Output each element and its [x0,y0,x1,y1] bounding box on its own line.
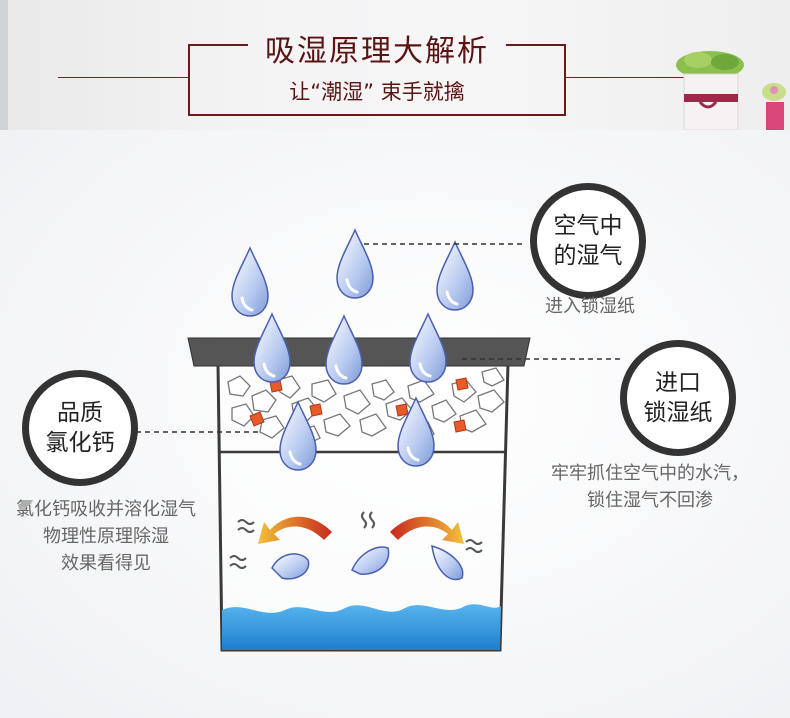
chloride-granules [227,367,505,445]
label-calcium-chloride-line2: 氯化钙 [45,430,115,456]
desc-calcium-chloride: 氯化钙吸收并溶化湿气 物理性原理除湿 效果看得见 [0,496,212,577]
desc-inlet-paper-line2: 锁住湿气不回渗 [587,490,713,511]
desc-calcium-chloride-line2: 物理性原理除湿 [43,526,169,547]
label-inlet-paper: 进口 锁湿纸 [620,340,736,456]
label-inlet-paper-line1: 进口 [655,370,701,396]
desc-air-moisture: 进入锁湿纸 [545,296,635,317]
water-drop [408,312,448,384]
label-calcium-chloride-line1: 品质 [57,400,103,426]
label-air-moisture: 空气中 的湿气 [530,183,646,299]
title-frame [188,44,566,116]
water-drop [252,312,292,384]
page-title: 吸湿原理大解析 [265,34,489,69]
water-drop [230,246,270,318]
orange-granules [249,377,469,433]
header-rule-right [566,77,726,78]
page-subtitle: 让“潮湿” 束手就擒 [289,80,465,104]
decor-bar [0,0,8,130]
label-calcium-chloride: 品质 氯化钙 [22,370,138,486]
label-air-moisture-line2: 的湿气 [553,243,623,269]
vapor-lines [229,511,483,569]
label-air-moisture-line1: 空气中 [553,213,623,239]
curved-arrow-left [258,516,332,544]
label-inlet-paper-line2: 锁湿纸 [643,400,713,426]
plant-decoration [676,51,786,130]
small-drops [271,544,464,581]
water-drop [335,228,375,300]
header-rule-left [58,77,188,78]
water [222,604,501,650]
header-banner: 吸湿原理大解析 让“潮湿” 束手就擒 [0,0,790,130]
water-drop [324,314,364,386]
curved-arrow-right [390,516,464,544]
desc-inlet-paper-line1: 牢牢抓住空气中的水汽， [551,463,749,484]
water-drop [435,240,475,312]
desc-inlet-paper: 牢牢抓住空气中的水汽， 锁住湿气不回渗 [520,460,780,514]
desc-calcium-chloride-line3: 效果看得见 [61,553,151,574]
desc-calcium-chloride-line1: 氯化钙吸收并溶化湿气 [16,499,196,520]
dehumidifier-diagram [136,228,622,652]
